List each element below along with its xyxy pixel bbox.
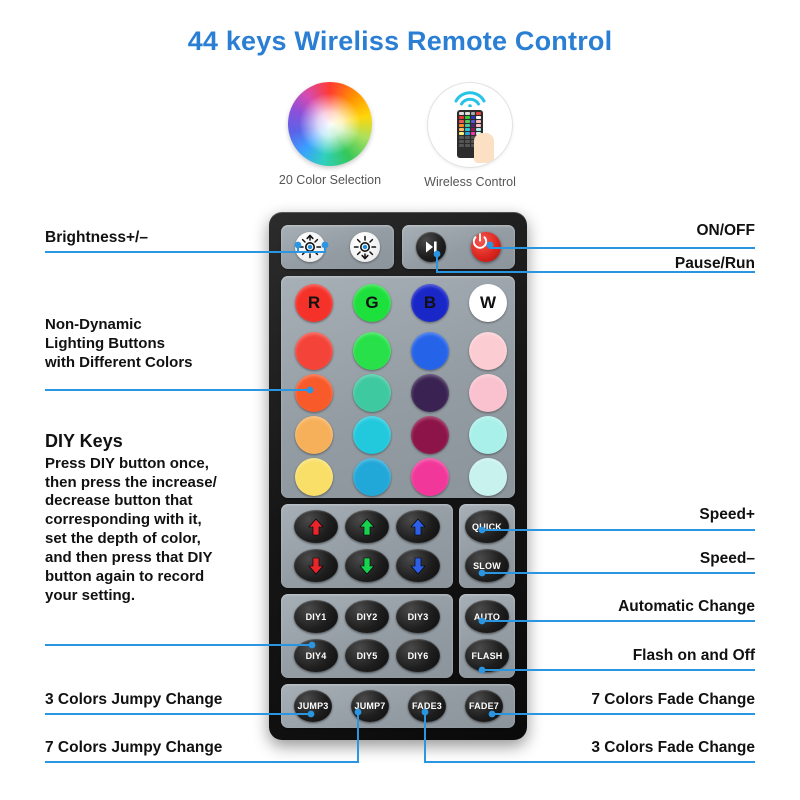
arrow-button-green-up[interactable]	[345, 510, 389, 543]
color-wheel-icon	[288, 82, 372, 166]
color-button[interactable]	[469, 374, 507, 412]
label-automatic-change: Automatic Change	[618, 598, 755, 615]
label-diy-keys: DIY Keys Press DIY button once, then pre…	[45, 431, 217, 604]
label-brightness: Brightness+/–	[45, 229, 148, 246]
label-on-off: ON/OFF	[696, 222, 755, 239]
arrow-button-red-down[interactable]	[294, 549, 338, 582]
arrow-button-red-up[interactable]	[294, 510, 338, 543]
speed-button-quick[interactable]: QUICK	[465, 510, 509, 543]
color-button-g[interactable]: G	[353, 284, 391, 322]
arrow-down-icon	[410, 557, 426, 574]
arrow-down-icon	[308, 557, 324, 574]
diy-button-diy1[interactable]: DIY1	[294, 600, 338, 633]
diy-button-diy3[interactable]: DIY3	[396, 600, 440, 633]
arrow-button-green-down[interactable]	[345, 549, 389, 582]
label-speed-up: Speed+	[699, 506, 755, 523]
arrow-up-icon	[359, 518, 375, 535]
label-non-dynamic: Non-Dynamic Lighting Buttons with Differ…	[45, 316, 193, 371]
brightness-panel	[281, 225, 394, 269]
label-3-colors-fade: 3 Colors Fade Change	[591, 739, 755, 756]
color-button[interactable]	[469, 416, 507, 454]
arrow-button-blue-up[interactable]	[396, 510, 440, 543]
label-7-colors-fade: 7 Colors Fade Change	[591, 691, 755, 708]
arrow-up-icon	[308, 518, 324, 535]
color-button[interactable]	[353, 458, 391, 496]
feature-wireless-control: Wireless Control	[405, 82, 535, 189]
wireless-control-icon	[427, 82, 513, 168]
color-button[interactable]	[469, 458, 507, 496]
arrow-up-icon	[410, 518, 426, 535]
arrow-button-blue-down[interactable]	[396, 549, 440, 582]
color-button-b[interactable]: B	[411, 284, 449, 322]
color-button-r[interactable]: R	[295, 284, 333, 322]
color-button[interactable]	[353, 332, 391, 370]
label-pause-run: Pause/Run	[674, 255, 755, 272]
jump-fade-panel: JUMP3 JUMP7 FADE3 FADE7	[281, 684, 515, 728]
brightness-up-button[interactable]	[295, 232, 325, 262]
color-button[interactable]	[469, 332, 507, 370]
diy-button-diy5[interactable]: DIY5	[345, 639, 389, 672]
sun-up-icon	[298, 234, 322, 259]
feature-caption: Wireless Control	[424, 175, 516, 189]
feature-caption: 20 Color Selection	[278, 173, 382, 187]
label-7-colors-jumpy: 7 Colors Jumpy Change	[45, 739, 223, 756]
color-button[interactable]	[411, 332, 449, 370]
color-button[interactable]	[295, 374, 333, 412]
color-button[interactable]	[353, 416, 391, 454]
page-title: 44 keys Wireliss Remote Control	[187, 26, 613, 56]
wifi-waves-icon	[454, 91, 486, 107]
mode-button-auto[interactable]: AUTO	[465, 600, 509, 633]
speed-button-slow[interactable]: SLOW	[465, 549, 509, 582]
arrow-down-icon	[359, 557, 375, 574]
color-button[interactable]	[411, 374, 449, 412]
power-button[interactable]	[471, 232, 501, 262]
label-3-colors-jumpy: 3 Colors Jumpy Change	[45, 691, 223, 708]
power-icon	[472, 233, 488, 249]
play-pause-icon	[426, 241, 437, 253]
bottom-button-jump7[interactable]: JUMP7	[351, 690, 389, 722]
bottom-button-jump3[interactable]: JUMP3	[294, 690, 332, 722]
color-button[interactable]	[295, 332, 333, 370]
playback-panel	[402, 225, 515, 269]
color-adjust-panel	[281, 504, 453, 588]
color-button[interactable]	[411, 416, 449, 454]
hand-icon	[474, 133, 494, 163]
color-button[interactable]	[295, 416, 333, 454]
bottom-button-fade7[interactable]: FADE7	[465, 690, 503, 722]
sun-down-icon	[353, 235, 377, 260]
bottom-button-fade3[interactable]: FADE3	[408, 690, 446, 722]
diy-button-diy4[interactable]: DIY4	[294, 639, 338, 672]
mode-button-flash[interactable]: FLASH	[465, 639, 509, 672]
label-flash-on-off: Flash on and Off	[632, 647, 755, 664]
feature-color-selection: 20 Color Selection	[265, 82, 395, 187]
color-button[interactable]	[295, 458, 333, 496]
brightness-down-button[interactable]	[350, 232, 380, 262]
label-speed-down: Speed–	[699, 550, 755, 567]
color-button-w[interactable]: W	[469, 284, 507, 322]
pause-run-button[interactable]	[416, 232, 446, 262]
speed-panel: QUICK SLOW	[459, 504, 515, 588]
mode-panel: AUTO FLASH	[459, 594, 515, 678]
diy-button-diy2[interactable]: DIY2	[345, 600, 389, 633]
color-button[interactable]	[353, 374, 391, 412]
color-button[interactable]	[411, 458, 449, 496]
diy-button-diy6[interactable]: DIY6	[396, 639, 440, 672]
